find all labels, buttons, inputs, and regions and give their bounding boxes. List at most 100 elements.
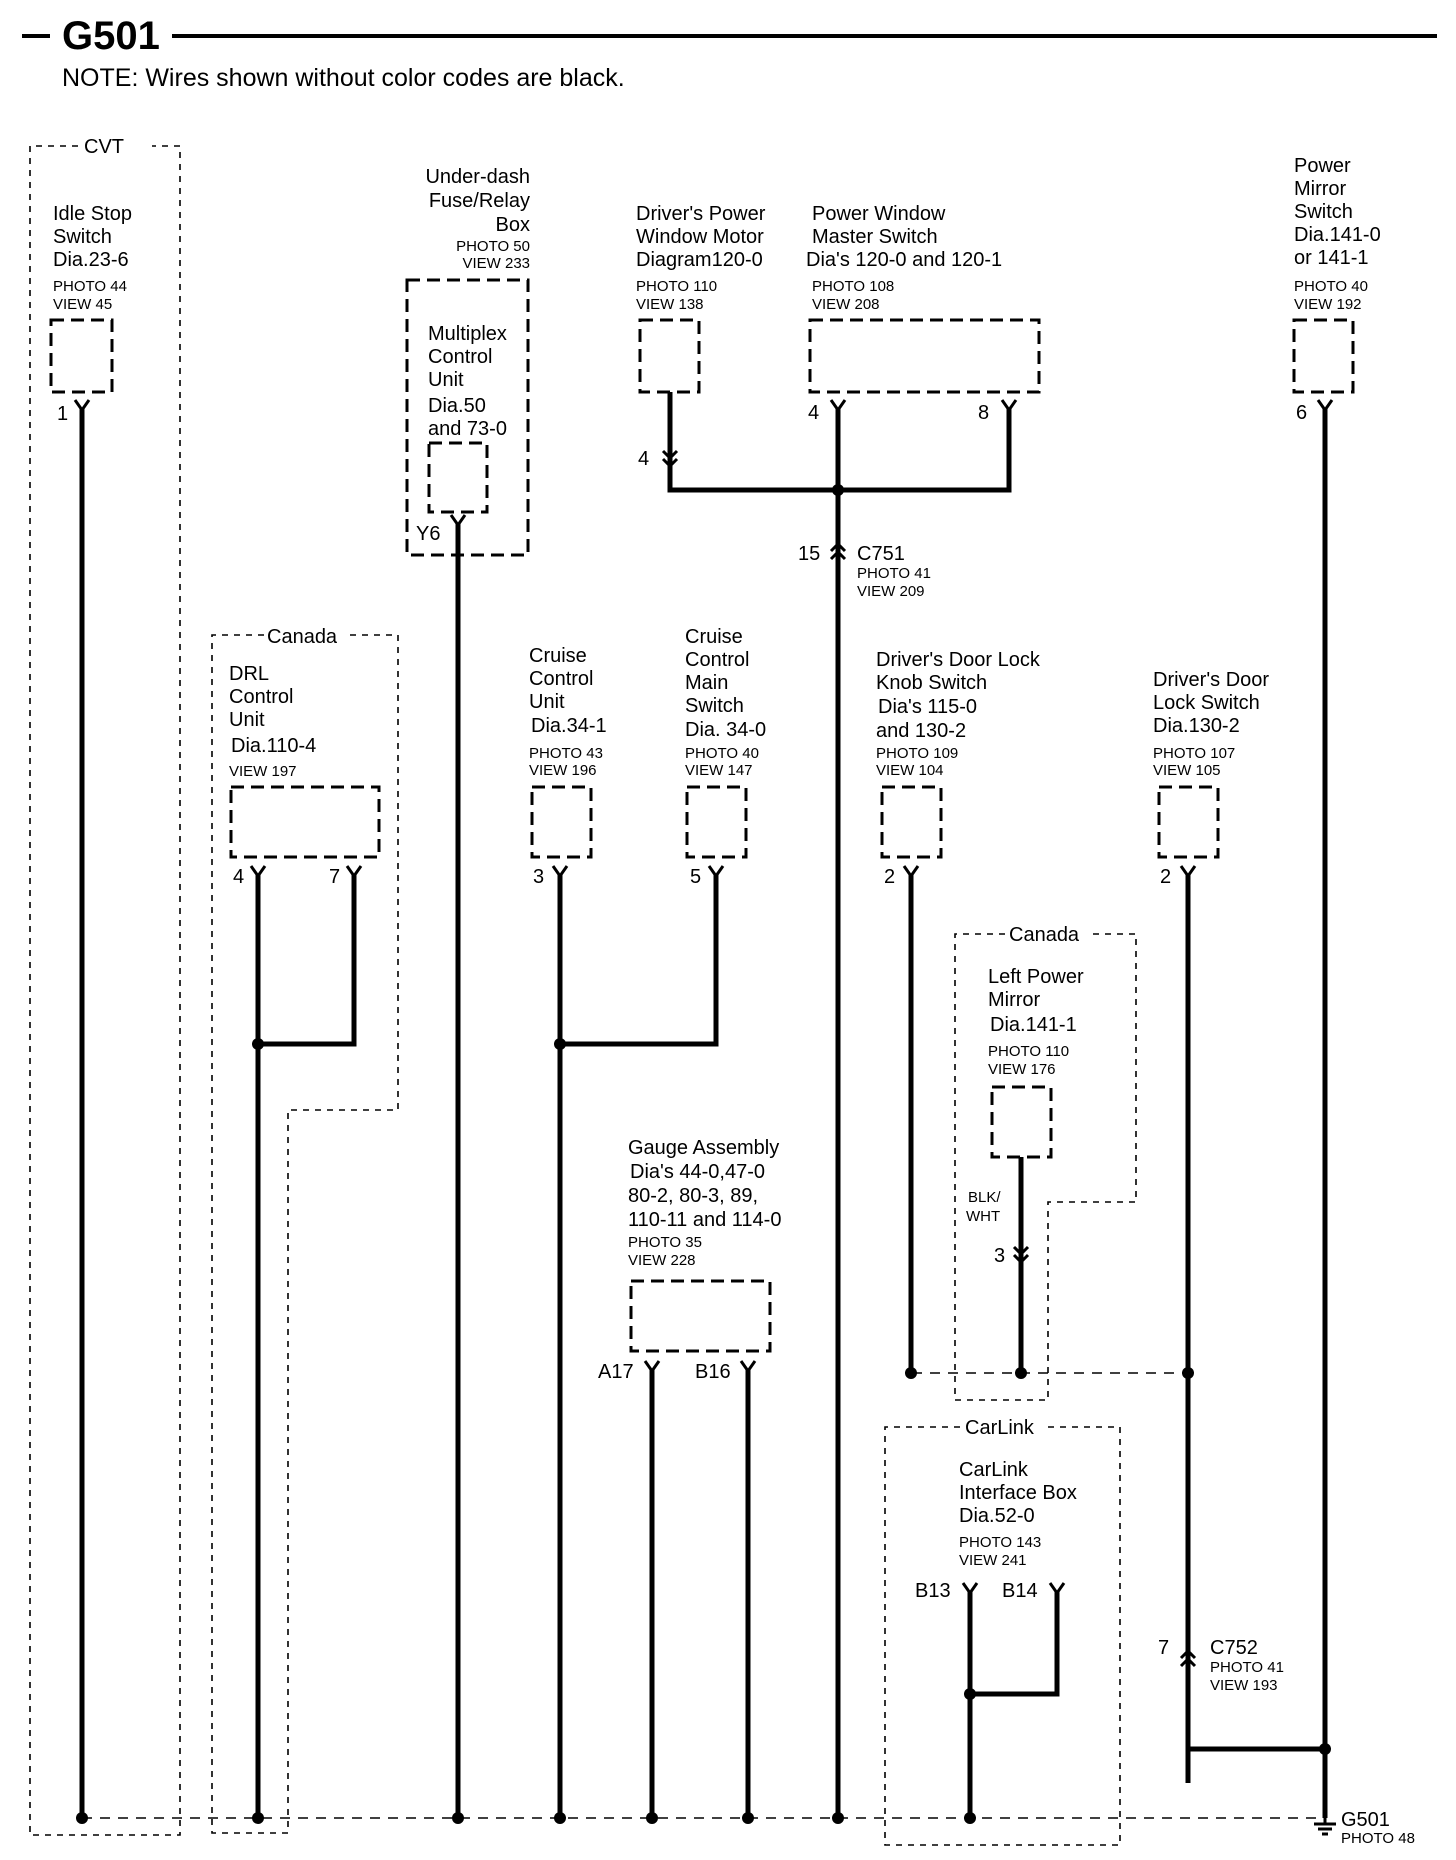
- cruise-cu-lines-2-text: Unit: [529, 691, 565, 713]
- pw-master-refs-1-text: VIEW 208: [812, 296, 880, 313]
- note-text: NOTE: Wires shown without color codes ar…: [62, 64, 625, 92]
- door-lock-switch-connector: [1157, 785, 1220, 859]
- idle-stop-switch-label: Idle Stop Switch Dia.23-6 PHOTO 44 VIEW …: [53, 203, 132, 425]
- drl-lines-1-text: Control: [229, 686, 293, 708]
- drl-lines-0-text: DRL: [229, 663, 269, 685]
- pw-master-pin-a-text: 4: [808, 402, 819, 424]
- ground-refs-0-text: PHOTO 48: [1341, 1830, 1415, 1847]
- drivers-door-lock-switch-label: Driver's Door Lock Switch Dia.130-2 PHOT…: [1153, 669, 1269, 888]
- drv-pw-motor-refs-0-text: PHOTO 110: [636, 278, 717, 295]
- c751-refs-0-text: PHOTO 41: [857, 565, 931, 582]
- pw-master-lines-2-text: Dia's 120-0 and 120-1: [806, 249, 1002, 271]
- idle-stop-pin-text: 1: [57, 403, 68, 425]
- under-dash-fuse-box: [405, 278, 530, 557]
- pm-switch-lines-4-text: or 141-1: [1294, 247, 1369, 269]
- carlink-interface-box-label: CarLink Interface Box Dia.52-0 PHOTO 143…: [915, 1459, 1077, 1602]
- underdash-refs-1-text: VIEW 233: [462, 255, 530, 272]
- door-lock-sw-refs-1-text: VIEW 105: [1153, 762, 1221, 779]
- pw-master-lines-1-text: Master Switch: [812, 226, 938, 248]
- wires: [79, 392, 1328, 1818]
- door-lock-knob-lines-1-text: Knob Switch: [876, 672, 987, 694]
- underdash-lines-0-text: Under-dash: [425, 166, 530, 188]
- left-mirror-wire-color-0-text: BLK/: [968, 1189, 1001, 1206]
- group-label-canada: Canada: [1009, 924, 1080, 946]
- left-mirror-lines-2-text: Dia.141-1: [990, 1014, 1077, 1036]
- group-cvt: CVT: [29, 136, 181, 1836]
- door-lock-sw-lines-0-text: Driver's Door: [1153, 669, 1269, 691]
- drv-pw-motor-connector: [638, 318, 701, 394]
- group-label-cvt: CVT: [84, 136, 124, 158]
- drivers-power-window-motor-label: Driver's Power Window Motor Diagram120-0…: [636, 203, 766, 470]
- cruise-cu-lines-3-text: Dia.34-1: [531, 715, 607, 737]
- pm-switch-refs-1-text: VIEW 192: [1294, 296, 1362, 313]
- mcu-lines-4-text: and 73-0: [428, 418, 507, 440]
- power-window-master-switch-label: Power Window Master Switch Dia's 120-0 a…: [806, 203, 1002, 424]
- cruise-main-lines-1-text: Control: [685, 649, 749, 671]
- idle-stop-lines-2-text: Dia.23-6: [53, 249, 129, 271]
- left-mirror-pin-text: 3: [994, 1245, 1005, 1267]
- drv-pw-motor-lines-0-text: Driver's Power: [636, 203, 766, 225]
- cruise-main-lines-2-text: Main: [685, 672, 728, 694]
- splices: [76, 484, 1331, 1824]
- door-lock-knob-lines-2-text: Dia's 115-0: [878, 696, 977, 718]
- pm-switch-refs-0-text: PHOTO 40: [1294, 278, 1368, 295]
- left-power-mirror-label: Left Power Mirror Dia.141-1 PHOTO 110 VI…: [966, 966, 1084, 1267]
- cruise-control-main-switch-label: Cruise Control Main Switch Dia. 34-0 PHO…: [685, 626, 766, 888]
- ground-bus: [82, 1372, 1326, 1819]
- drv-pw-motor-lines-1-text: Window Motor: [636, 226, 764, 248]
- group-canada-mirror: Canada: [954, 924, 1137, 1401]
- pw-master-pin-b-text: 8: [978, 402, 989, 424]
- gauge-connector: [629, 1279, 772, 1353]
- cruise-main-switch-connector: [685, 785, 748, 859]
- mcu-lines-0-text: Multiplex: [428, 323, 507, 345]
- g501-ground-label: G501 PHOTO 48: [1341, 1809, 1415, 1847]
- door-lock-sw-lines-1-text: Lock Switch: [1153, 692, 1260, 714]
- c751-name-text: C751: [857, 543, 905, 565]
- gauge-assembly-label: Gauge Assembly Dia's 44-0,47-0 80-2, 80-…: [598, 1137, 781, 1383]
- left-mirror-refs-0-text: PHOTO 110: [988, 1043, 1069, 1060]
- group-carlink: CarLink: [884, 1417, 1121, 1846]
- mcu-lines-2-text: Unit: [428, 369, 464, 391]
- left-mirror-lines-1-text: Mirror: [988, 989, 1041, 1011]
- cruise-main-lines-0-text: Cruise: [685, 626, 743, 648]
- c751-connector-label: 15 C751 PHOTO 41 VIEW 209: [798, 543, 931, 600]
- c752-connector-label: 7 C752 PHOTO 41 VIEW 193: [1158, 1637, 1284, 1694]
- carlink-box-pin-a-text: B13: [915, 1580, 951, 1602]
- pw-master-connector: [808, 318, 1041, 394]
- cruise-main-pin-text: 5: [690, 866, 701, 888]
- door-lock-knob-refs-1-text: VIEW 104: [876, 762, 944, 779]
- gauge-refs-0-text: PHOTO 35: [628, 1234, 702, 1251]
- c752-name-text: C752: [1210, 1637, 1258, 1659]
- power-mirror-switch-label: Power Mirror Switch Dia.141-0 or 141-1 P…: [1294, 155, 1381, 424]
- drv-pw-motor-lines-2-text: Diagram120-0: [636, 249, 763, 271]
- cruise-control-unit-label: Cruise Control Unit Dia.34-1 PHOTO 43 VI…: [529, 645, 607, 888]
- idle-stop-switch-connector: [49, 318, 114, 394]
- ground-name-text: G501: [1341, 1809, 1390, 1831]
- idle-stop-refs-1-text: VIEW 45: [53, 296, 112, 313]
- ground-icon: [1314, 1818, 1336, 1836]
- mcu-connector: [427, 441, 489, 514]
- mcu-pin-text: Y6: [416, 523, 440, 545]
- mcu-lines-1-text: Control: [428, 346, 492, 368]
- door-lock-sw-lines-2-text: Dia.130-2: [1153, 715, 1240, 737]
- underdash-lines-2-text: Box: [496, 214, 530, 236]
- cruise-control-unit-connector: [530, 785, 593, 859]
- power-mirror-switch-connector: [1292, 318, 1355, 394]
- idle-stop-lines-0-text: Idle Stop: [53, 203, 132, 225]
- cruise-cu-refs-1-text: VIEW 196: [529, 762, 597, 779]
- left-mirror-connector: [990, 1085, 1053, 1159]
- left-mirror-refs-1-text: VIEW 176: [988, 1061, 1056, 1078]
- carlink-box-pin-b-text: B14: [1002, 1580, 1038, 1602]
- gauge-lines-1-text: Dia's 44-0,47-0: [630, 1161, 765, 1183]
- drv-pw-motor-pin-text: 4: [638, 448, 649, 470]
- cruise-main-lines-4-text: Dia. 34-0: [685, 719, 766, 741]
- carlink-box-lines-1-text: Interface Box: [959, 1482, 1077, 1504]
- page-title: G501: [62, 14, 160, 58]
- cruise-cu-lines-0-text: Cruise: [529, 645, 587, 667]
- pm-switch-lines-2-text: Switch: [1294, 201, 1353, 223]
- carlink-box-refs-0-text: PHOTO 143: [959, 1534, 1041, 1551]
- cruise-main-refs-0-text: PHOTO 40: [685, 745, 759, 762]
- pm-switch-lines-3-text: Dia.141-0: [1294, 224, 1381, 246]
- under-dash-fuse-box-label: Under-dash Fuse/Relay Box PHOTO 50 VIEW …: [425, 166, 530, 272]
- pin-markers: [73, 399, 1334, 1668]
